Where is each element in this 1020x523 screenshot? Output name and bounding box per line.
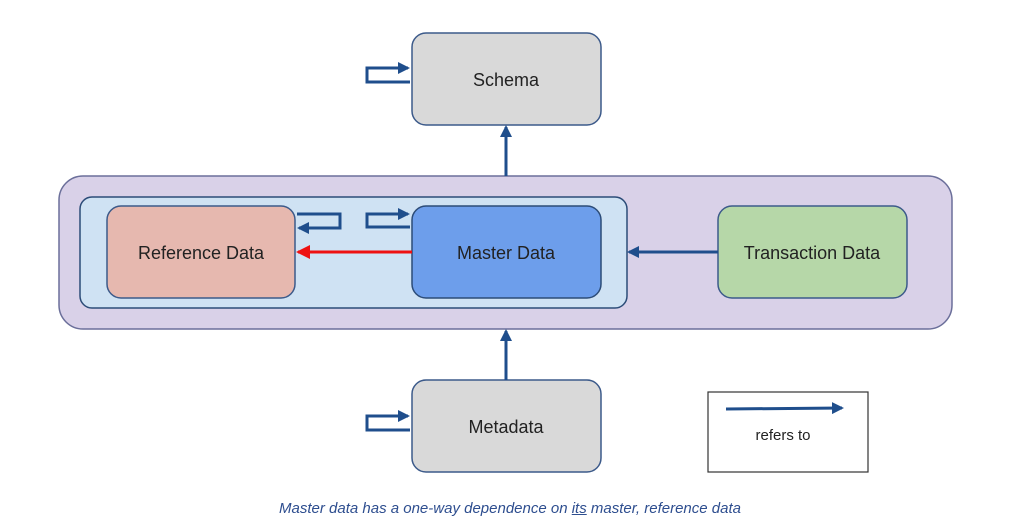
master-data-label: Master Data <box>457 243 556 263</box>
schema-label: Schema <box>473 70 540 90</box>
reference-data-node: Reference Data <box>106 205 296 299</box>
self-reference-metadata <box>365 410 410 432</box>
legend: refers to <box>707 391 869 473</box>
transaction-data-node: Transaction Data <box>717 205 908 299</box>
legend-arrow <box>725 402 844 415</box>
self-reference-schema <box>365 62 410 84</box>
reference-data-label: Reference Data <box>138 243 265 263</box>
caption-text-underlined: its <box>571 500 587 517</box>
caption-text-after: master, reference data <box>586 500 741 517</box>
caption-text-before: Master data has a one-way dependence on <box>279 500 572 517</box>
metadata-node: Metadata <box>411 379 602 473</box>
legend-label: refers to <box>755 427 810 444</box>
master-data-node: Master Data <box>411 205 602 299</box>
metadata-label: Metadata <box>468 417 544 437</box>
transaction-data-label: Transaction Data <box>744 243 881 263</box>
self-reference-reference-data <box>297 212 342 234</box>
schema-node: Schema <box>411 32 602 126</box>
diagram-caption: Master data has a one-way dependence on … <box>0 500 1020 517</box>
self-reference-master-data <box>365 208 410 229</box>
data-dependency-diagram: Schema Reference Data Master Data Transa… <box>58 32 953 473</box>
